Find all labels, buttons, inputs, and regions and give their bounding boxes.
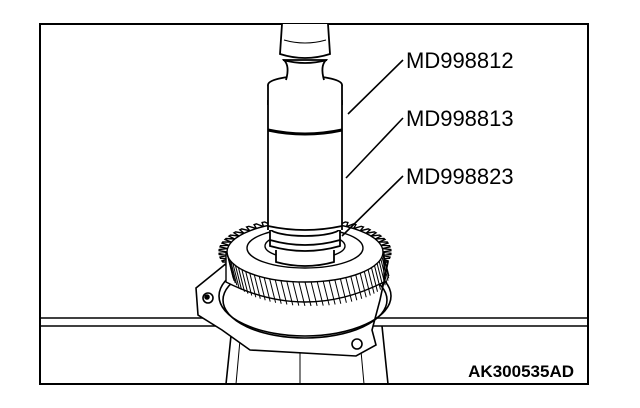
installer-tool [267, 23, 343, 267]
gear-tooth-hatch [235, 265, 242, 290]
gear-tooth-hatch [245, 271, 253, 296]
gear-tooth-hatch [367, 269, 375, 294]
gear-tooth-hatch [269, 278, 277, 303]
gear-tooth-hatch [380, 258, 388, 284]
gear-tooth-hatch [363, 271, 371, 296]
gear-tooth-hatch [228, 258, 236, 284]
figure-code: AK300535AD [468, 362, 574, 381]
gear-tooth-hatch [258, 276, 266, 301]
gear-tooth-hatch [376, 263, 384, 288]
gear-tooth-hatch [359, 273, 367, 298]
gear-tooth-hatch [374, 265, 381, 290]
leader-md998823 [341, 175, 404, 237]
gear-tooth-hatch [350, 276, 358, 301]
gear-tooth-hatch [304, 281, 312, 307]
gear-tooth-hatch [274, 279, 282, 304]
gear-tooth-hatch [378, 261, 386, 286]
label-md998813: MD998813 [406, 106, 514, 131]
label-md998812: MD998812 [406, 48, 514, 73]
gear-tooth-hatch [298, 281, 306, 307]
label-md998823: MD998823 [406, 164, 514, 189]
gear-tooth-hatch [232, 263, 240, 288]
gear-tooth-hatch [322, 281, 330, 306]
gear-tooth-hatch [355, 274, 363, 299]
gear-tooth-hatch [286, 281, 294, 306]
gear-tooth-hatch [345, 277, 353, 302]
gear-tooth-hatch [292, 281, 300, 306]
gear-tooth-hatch [249, 273, 257, 298]
gear-tooth-hatch [371, 267, 378, 292]
gear-tooth-hatch [382, 251, 390, 277]
gear-tooth-hatch [263, 277, 271, 302]
gear-tooth-hatch [230, 261, 238, 286]
helical-gear [218, 217, 392, 307]
gear-tooth-hatch [238, 267, 245, 292]
gear-tooth-hatch [339, 278, 347, 303]
gear-tooth-hatch [328, 280, 336, 305]
gear-tooth-hatch [381, 256, 389, 281]
gear-tooth-hatch [280, 280, 288, 305]
gear-tooth-hatch [227, 256, 235, 281]
leader-md998812 [347, 59, 404, 115]
gear-tooth-hatch [316, 281, 324, 306]
gear-tooth-hatch [334, 279, 342, 304]
leader-md998813 [345, 117, 404, 179]
gear-tooth-hatch [382, 254, 390, 279]
gear-tooth-hatch [253, 274, 261, 299]
leader-lines [341, 59, 404, 237]
gear-tooth-hatch [310, 281, 318, 307]
gear-tooth-hatch [241, 269, 249, 294]
